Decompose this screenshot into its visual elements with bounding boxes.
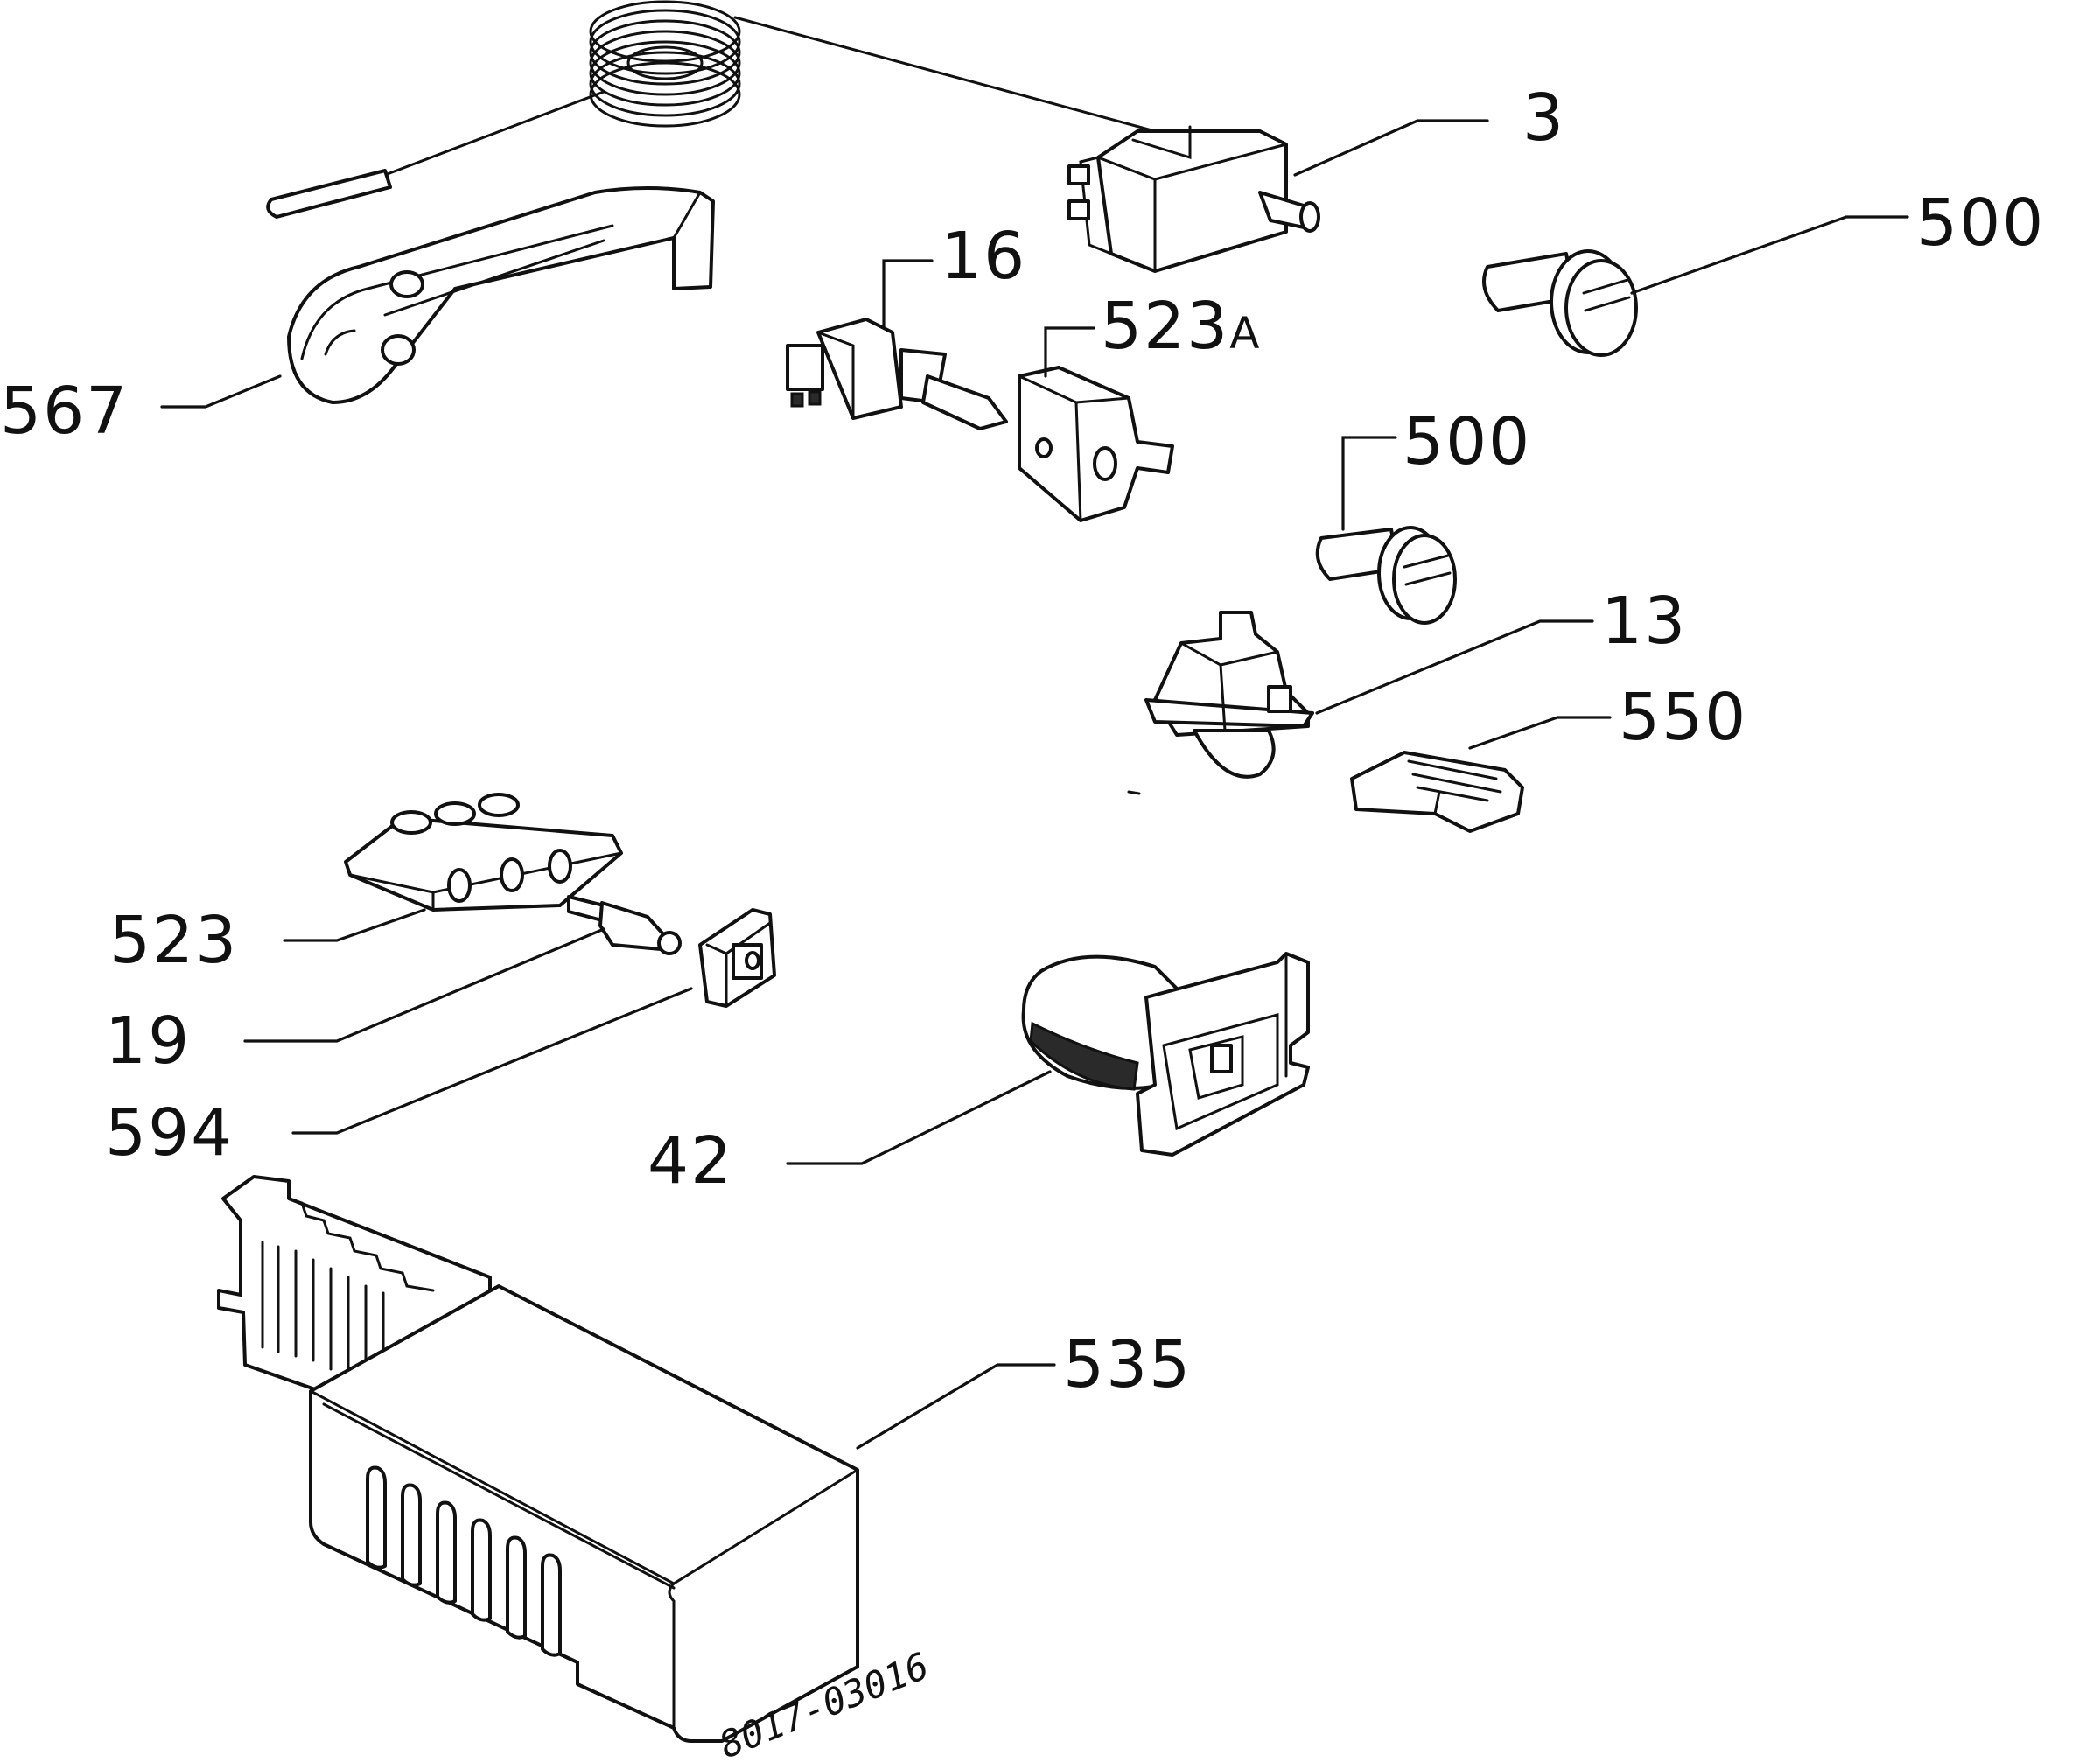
part-3-thermostat <box>266 0 1320 273</box>
callout-19: 19 <box>105 1003 191 1079</box>
callout-523: 523 <box>109 903 238 978</box>
sensor-bulb <box>266 169 392 219</box>
callout-567: 567 <box>0 374 129 449</box>
callout-535: 535 <box>1063 1327 1192 1402</box>
part-500-screw-lower <box>1315 526 1457 625</box>
callout-594: 594 <box>105 1095 234 1171</box>
part-16-switch <box>786 318 1008 430</box>
part-535-housing <box>217 1175 859 1743</box>
part-42-lamp-holder <box>1021 952 1310 1157</box>
callout-500-lower: 500 <box>1403 404 1531 479</box>
callout-labels: 3 500 16 523A 567 500 13 550 523 19 594 … <box>0 80 2045 1402</box>
callout-3: 3 <box>1522 80 1565 156</box>
callout-500-upper: 500 <box>1916 185 2045 261</box>
leader-lines <box>160 119 1909 1450</box>
callout-550: 550 <box>1619 680 1747 755</box>
part-550-clip <box>1350 751 1524 833</box>
stray-mark <box>1127 790 1141 795</box>
part-13-lamp-socket <box>1144 611 1314 779</box>
callout-42: 42 <box>648 1123 733 1199</box>
part-523-terminal-block <box>344 793 623 912</box>
thermostat-body <box>1068 125 1288 273</box>
housing-vents <box>366 1465 562 1657</box>
callout-16: 16 <box>941 219 1026 294</box>
part-19-lamp-bulb <box>567 895 682 955</box>
callout-13: 13 <box>1601 584 1687 659</box>
part-594-small-switch <box>698 908 776 1008</box>
part-523a-holder-bracket <box>1018 366 1174 522</box>
thermostat-shaft <box>1258 191 1320 233</box>
capillary-tube <box>733 16 1157 133</box>
part-567-bracket <box>287 186 715 404</box>
capillary-tail <box>383 90 606 177</box>
part-500-screw-upper <box>1482 249 1638 357</box>
callout-523a: 523A <box>1101 289 1261 364</box>
capillary-coil <box>589 0 741 128</box>
